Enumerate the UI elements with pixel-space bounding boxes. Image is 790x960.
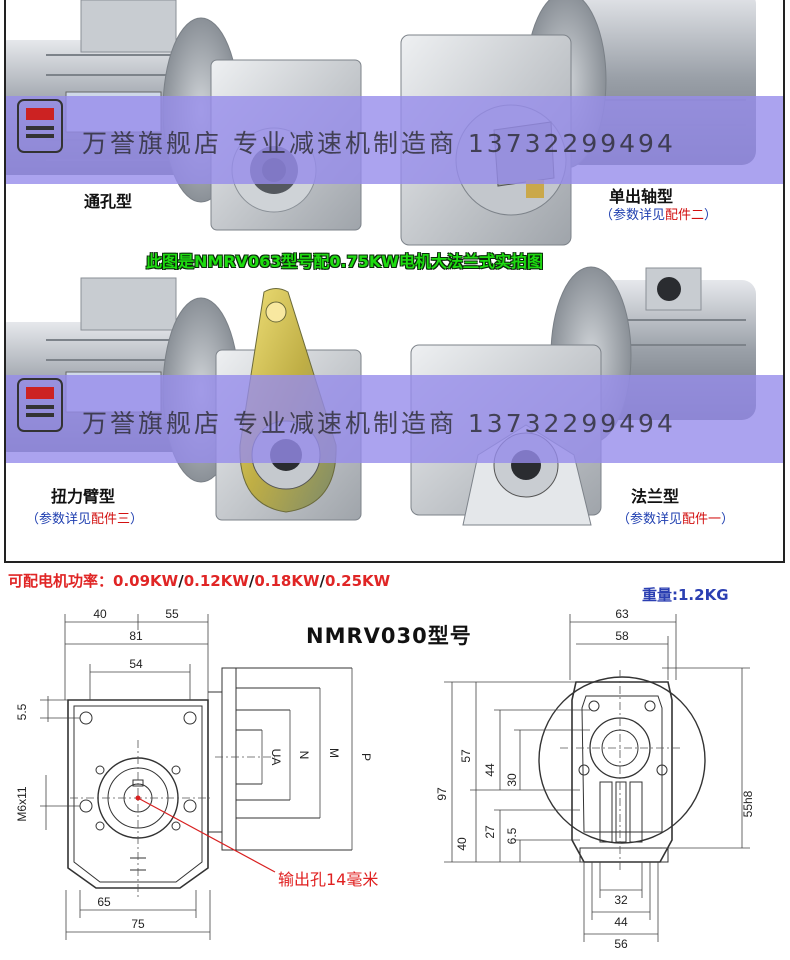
dim-6-5: 6.5 [505,827,519,844]
dim-55: 55 [165,607,179,621]
dim-44-vertical: 44 [483,763,497,777]
weight-label: 重量:1.2KG [642,586,729,604]
dim-75: 75 [131,917,145,931]
watermark-band-top [6,96,783,184]
dim-30: 30 [505,773,519,787]
model-title: NMRV030型号 [306,624,472,648]
dim-57: 57 [459,749,473,763]
dim-32: 32 [614,893,628,907]
shop-logo-icon [17,99,63,153]
output-hole-label: 输出孔14毫米 [278,870,379,889]
type-label-flange: 法兰型 [631,487,680,506]
dimension-drawing: 40 55 81 54 65 75 5.5 M6x11 UA N M P 63 … [15,607,755,951]
motor-power-line: 可配电机功率：0.09KW/0.12KW/0.18KW/0.25KW [8,572,391,590]
dim-p: P [359,753,373,761]
dim-65: 65 [97,895,111,909]
watermark-text: 万誉旗舰店 专业减速机制造商 13732299494 [82,129,676,158]
type-note-flange: （参数详见配件一） [617,512,735,527]
dim-81: 81 [129,629,143,643]
dim-55h8: 55h8 [741,790,755,817]
dim-58: 58 [615,629,629,643]
dim-40-side: 40 [455,837,469,851]
type-note-single-shaft: （参数详见配件二） [600,208,718,223]
dim-5-5: 5.5 [15,703,29,720]
type-note-torque-arm: （参数详见配件三） [26,512,144,527]
dim-40-top: 40 [93,607,107,621]
dim-54: 54 [129,657,143,671]
dim-56: 56 [614,937,628,951]
dim-44-horizontal: 44 [614,915,628,929]
dim-63: 63 [615,607,629,621]
dim-m6x11: M6x11 [15,786,29,821]
photo-caption-banner: 此图是NMRV063型号配0.75KW电机大法兰式实拍图 [146,252,543,271]
watermark-text: 万誉旗舰店 专业减速机制造商 13732299494 [82,409,676,438]
dim-n: N [297,751,311,760]
gearbox-photos [6,0,756,526]
type-label-torque-arm: 扭力臂型 [51,487,116,506]
dim-ua: UA [269,749,283,766]
type-label-single-shaft: 单出轴型 [609,187,674,206]
shop-logo-icon [17,378,63,432]
dim-27: 27 [483,825,497,839]
product-photo-panel: 万誉旗舰店 专业减速机制造商 13732299494 万誉旗舰店 专业减速机制造… [4,0,785,563]
watermark-band-bottom [6,375,783,463]
dim-m: M [327,748,341,758]
type-label-through-hole: 通孔型 [84,192,133,211]
dim-97: 97 [435,787,449,801]
